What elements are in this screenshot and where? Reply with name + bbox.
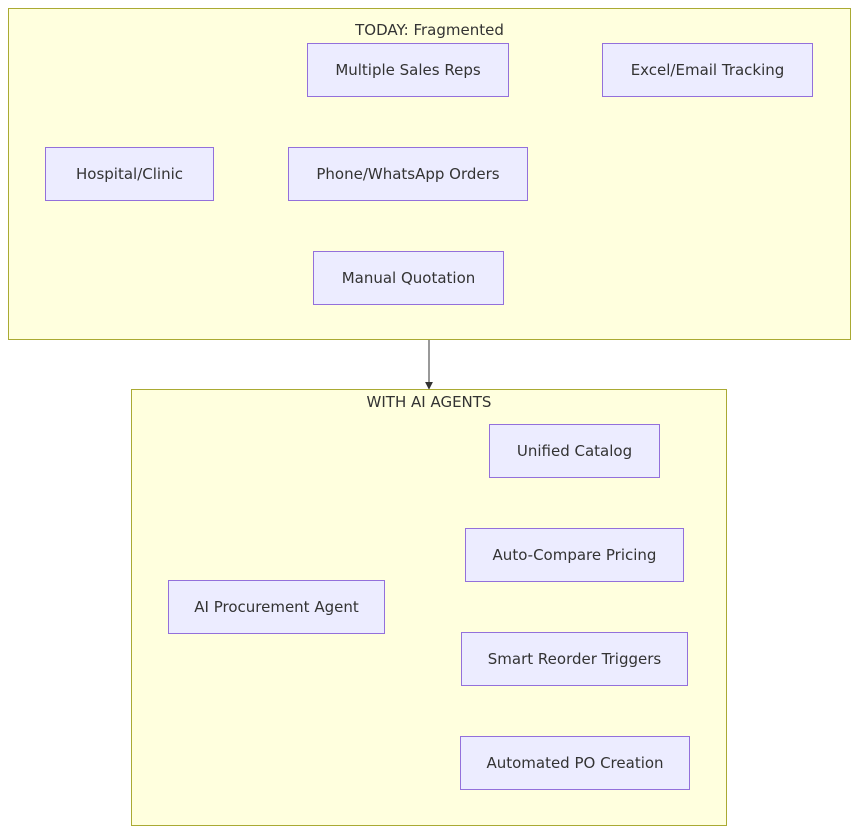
node-unified-catalog[interactable]: Unified Catalog: [489, 424, 660, 478]
node-smart-reorder-triggers[interactable]: Smart Reorder Triggers: [461, 632, 688, 686]
cluster-title-ai-agents: WITH AI AGENTS: [366, 393, 492, 411]
node-multiple-sales-reps[interactable]: Multiple Sales Reps: [307, 43, 509, 97]
node-ai-procurement-agent[interactable]: AI Procurement Agent: [168, 580, 385, 634]
node-auto-compare-pricing[interactable]: Auto-Compare Pricing: [465, 528, 684, 582]
node-hospital-clinic[interactable]: Hospital/Clinic: [45, 147, 214, 201]
node-automated-po-creation[interactable]: Automated PO Creation: [460, 736, 690, 790]
node-manual-quotation[interactable]: Manual Quotation: [313, 251, 504, 305]
node-excel-email-tracking[interactable]: Excel/Email Tracking: [602, 43, 813, 97]
node-phone-whatsapp-orders[interactable]: Phone/WhatsApp Orders: [288, 147, 528, 201]
